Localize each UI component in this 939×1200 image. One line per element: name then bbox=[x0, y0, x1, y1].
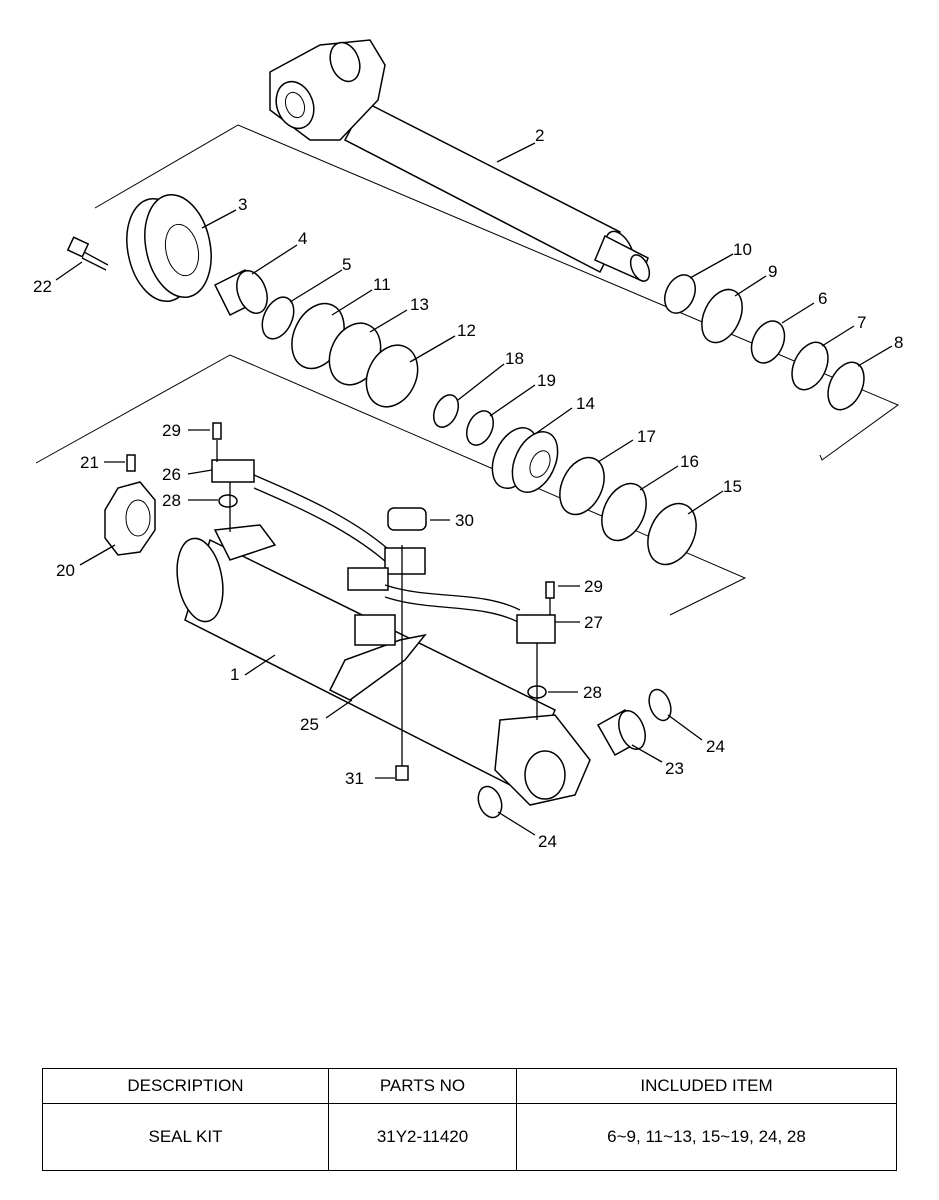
clamp-band-25 bbox=[328, 633, 427, 701]
callout-6: 6 bbox=[818, 289, 827, 308]
ring-15 bbox=[647, 502, 697, 566]
ring-17 bbox=[559, 456, 605, 516]
seal-kit-table: DESCRIPTION PARTS NO INCLUDED ITEM SEAL … bbox=[42, 1068, 897, 1171]
callout-21: 21 bbox=[80, 453, 99, 472]
piston-rod bbox=[269, 39, 651, 282]
ring-7 bbox=[791, 341, 829, 391]
callout-31: 31 bbox=[345, 769, 364, 788]
callout-4: 4 bbox=[298, 229, 307, 248]
callout-5: 5 bbox=[342, 255, 351, 274]
callout-28b: 28 bbox=[583, 683, 602, 702]
bolt-31-head bbox=[395, 765, 409, 781]
flange-27 bbox=[516, 614, 556, 644]
ring-8 bbox=[827, 361, 865, 411]
header-parts-no: PARTS NO bbox=[328, 1068, 517, 1104]
callout-25: 25 bbox=[300, 715, 319, 734]
exploded-parts-diagram: 2 3 4 5 11 13 12 18 19 14 17 16 15 10 9 … bbox=[33, 39, 903, 851]
callout-24b: 24 bbox=[538, 832, 557, 851]
callout-22: 22 bbox=[33, 277, 52, 296]
callout-27: 27 bbox=[584, 613, 603, 632]
callout-23: 23 bbox=[665, 759, 684, 778]
cell-parts-no: 31Y2-11420 bbox=[328, 1103, 517, 1171]
seal-24b bbox=[477, 785, 503, 819]
callout-28a: 28 bbox=[162, 491, 181, 510]
piston-14 bbox=[491, 427, 559, 493]
flange-lower bbox=[354, 614, 396, 646]
ring-18 bbox=[432, 394, 460, 428]
tube-group-outline bbox=[35, 354, 747, 616]
bolt-29a bbox=[212, 422, 222, 440]
bushing-4 bbox=[213, 268, 268, 317]
pipe-assembly bbox=[211, 459, 556, 646]
callout-1: 1 bbox=[230, 665, 239, 684]
callout-8: 8 bbox=[894, 333, 903, 352]
table-row: SEAL KIT 31Y2-11420 6~9, 11~13, 15~19, 2… bbox=[42, 1103, 897, 1171]
leader-lines bbox=[55, 142, 893, 836]
header-description: DESCRIPTION bbox=[42, 1068, 329, 1104]
table-header-row: DESCRIPTION PARTS NO INCLUDED ITEM bbox=[42, 1068, 897, 1104]
callout-2: 2 bbox=[535, 126, 544, 145]
oring-28a bbox=[218, 494, 238, 508]
callout-labels: 2 3 4 5 11 13 12 18 19 14 17 16 15 10 9 … bbox=[33, 126, 903, 851]
flange-center-2 bbox=[347, 567, 389, 591]
callout-14: 14 bbox=[576, 394, 595, 413]
bushing-23 bbox=[596, 708, 646, 757]
nut-20 bbox=[104, 481, 156, 556]
ring-16 bbox=[601, 482, 647, 542]
ring-12 bbox=[365, 344, 419, 408]
callout-16: 16 bbox=[680, 452, 699, 471]
cap-30 bbox=[387, 507, 427, 531]
ring-10 bbox=[664, 274, 696, 314]
header-included-item: INCLUDED ITEM bbox=[516, 1068, 897, 1104]
callout-10: 10 bbox=[733, 240, 752, 259]
callout-13: 13 bbox=[410, 295, 429, 314]
cell-included-item: 6~9, 11~13, 15~19, 24, 28 bbox=[516, 1103, 897, 1171]
flange-center bbox=[384, 547, 426, 575]
ring-9 bbox=[701, 288, 743, 344]
ring-19 bbox=[465, 410, 495, 446]
callout-18: 18 bbox=[505, 349, 524, 368]
callout-19: 19 bbox=[537, 371, 556, 390]
cell-description: SEAL KIT bbox=[42, 1103, 329, 1171]
callout-7: 7 bbox=[857, 313, 866, 332]
callout-30: 30 bbox=[455, 511, 474, 530]
callout-24a: 24 bbox=[706, 737, 725, 756]
rod-cover bbox=[126, 193, 212, 303]
callout-29b: 29 bbox=[584, 577, 603, 596]
bolt-22 bbox=[66, 236, 109, 271]
callout-3: 3 bbox=[238, 195, 247, 214]
ring-6 bbox=[750, 320, 786, 364]
seal-24a bbox=[648, 688, 672, 722]
callout-29a: 29 bbox=[162, 421, 181, 440]
callout-26: 26 bbox=[162, 465, 181, 484]
callout-9: 9 bbox=[768, 262, 777, 281]
rod-group-outline bbox=[94, 124, 900, 461]
ring-5 bbox=[261, 296, 295, 340]
set-screw-21 bbox=[126, 454, 136, 472]
callout-15: 15 bbox=[723, 477, 742, 496]
callout-11: 11 bbox=[373, 275, 391, 294]
bolt-29b bbox=[545, 581, 555, 599]
callout-12: 12 bbox=[457, 321, 476, 340]
callout-17: 17 bbox=[637, 427, 656, 446]
callout-20: 20 bbox=[56, 561, 75, 580]
flange-26 bbox=[211, 459, 255, 483]
